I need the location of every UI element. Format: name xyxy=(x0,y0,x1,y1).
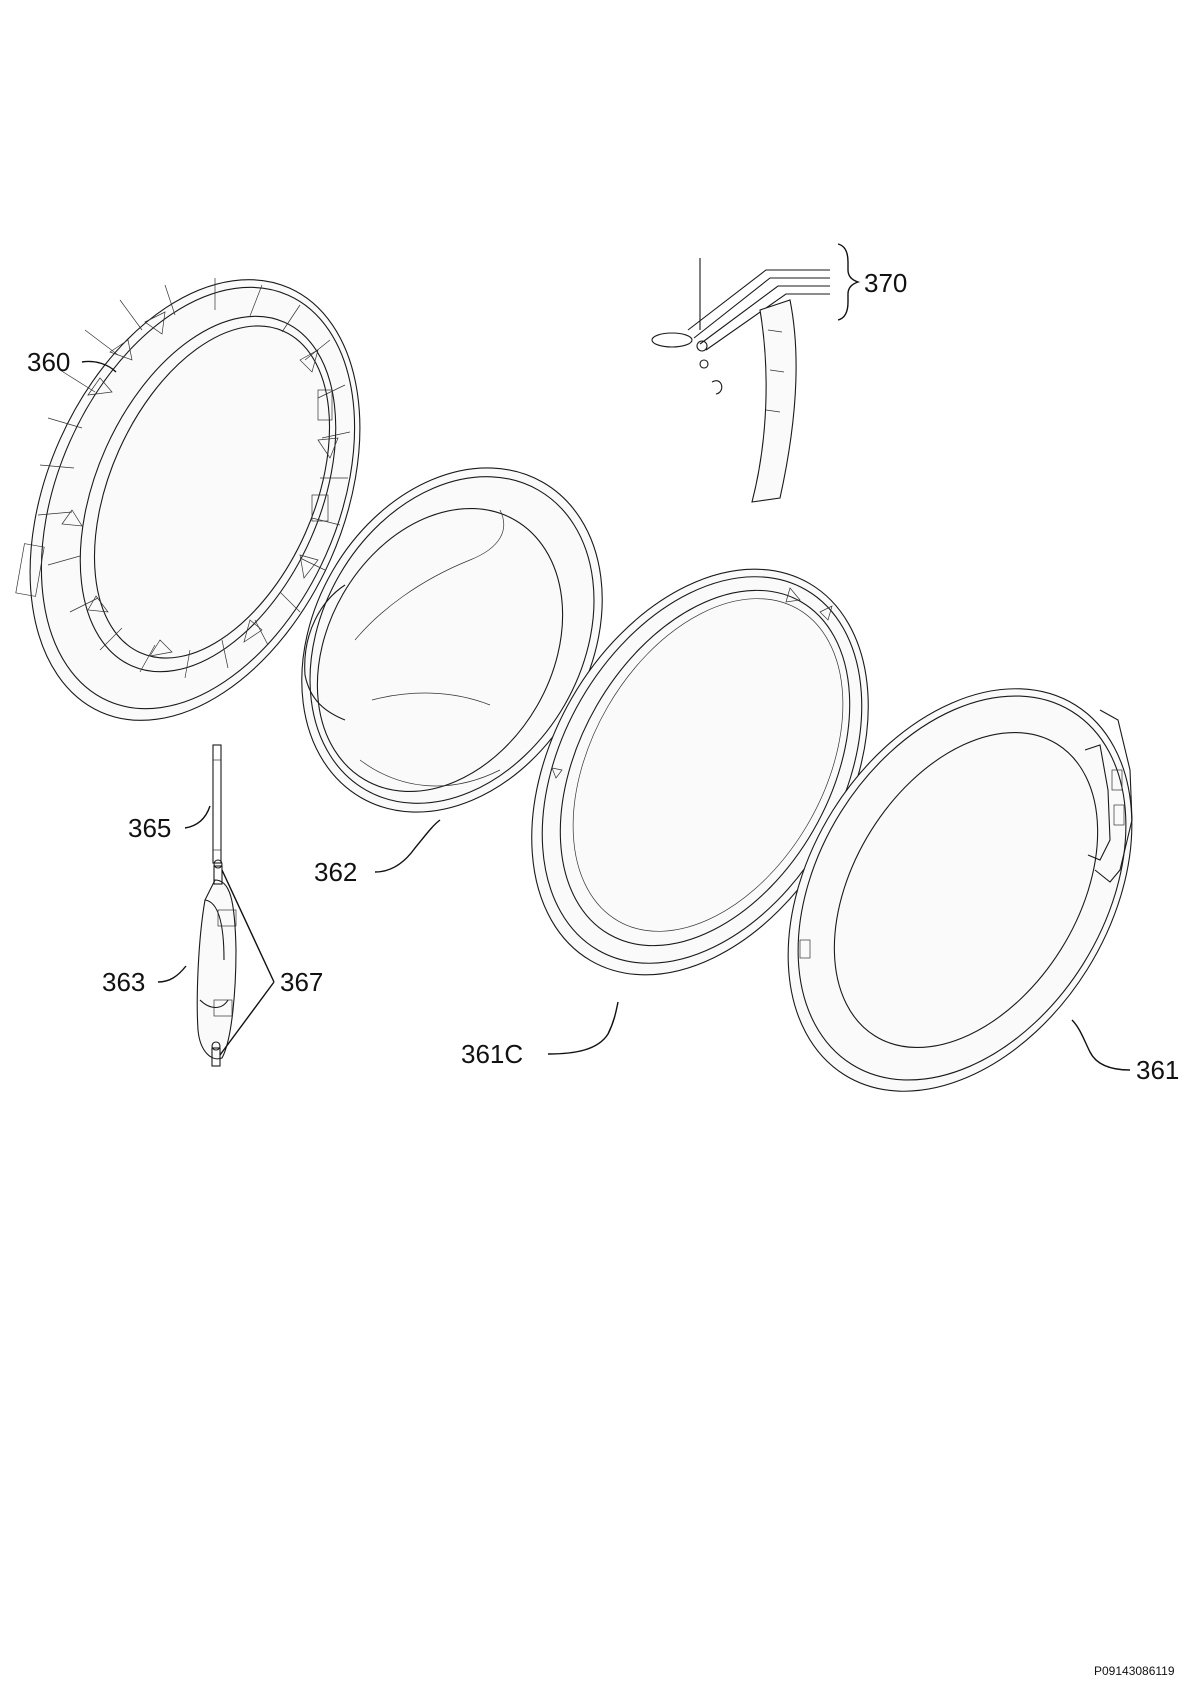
callout-361C: 361C xyxy=(461,1039,524,1069)
part-360-inner-door-frame xyxy=(15,278,361,721)
callout-365: 365 xyxy=(128,813,172,843)
callout-363: 363 xyxy=(102,967,146,997)
callout-367: 367 xyxy=(280,967,324,997)
callout-361: 361 xyxy=(1136,1055,1180,1085)
part-363-hinge xyxy=(196,879,237,1060)
callout-370: 370 xyxy=(864,268,908,298)
drawing-code: P09143086119 xyxy=(1094,1664,1175,1678)
part-367-screws xyxy=(211,859,223,1067)
callout-360: 360 xyxy=(27,347,71,377)
callout-362: 362 xyxy=(314,857,358,887)
part-370-handle-kit xyxy=(651,258,830,503)
part-365-hinge-pin xyxy=(212,744,222,864)
part-361-outer-door-frame xyxy=(787,688,1133,1092)
callout-leaders xyxy=(81,243,1131,1071)
part-362-door-glass xyxy=(301,467,603,813)
